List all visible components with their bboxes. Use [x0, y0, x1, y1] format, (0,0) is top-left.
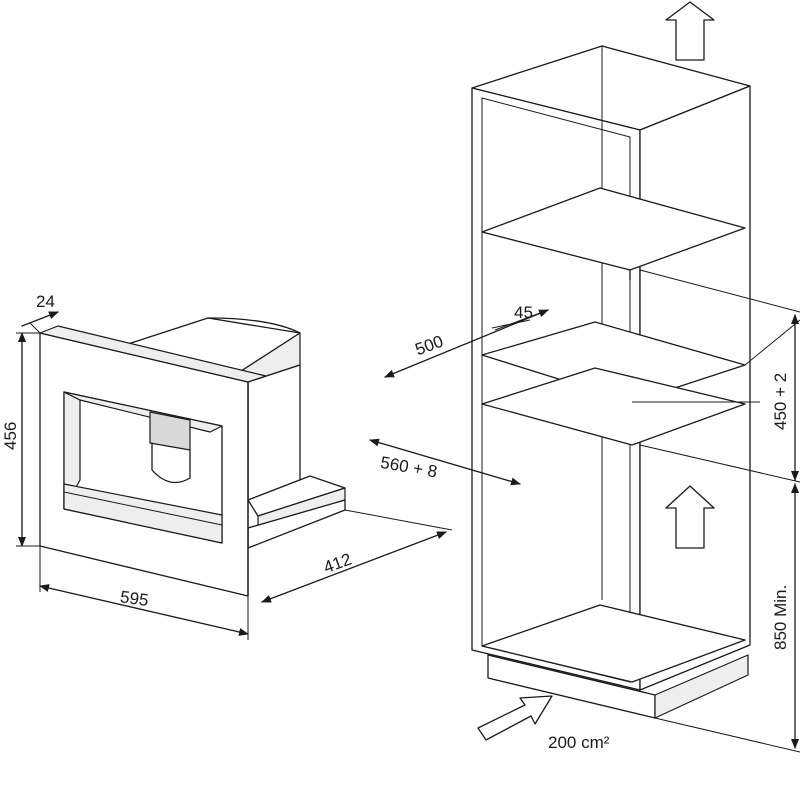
airflow-arrow-icon: [665, 485, 715, 549]
ventilation-area-label: 200 cm²: [548, 733, 610, 752]
machine-body-right: [247, 364, 301, 501]
machine-dimensions: 24 456 595 412: [1, 292, 453, 640]
drip-grate: [63, 483, 223, 544]
frame-edge-top: [39, 325, 267, 383]
upper-shelf: [481, 187, 746, 271]
dim-depth-label: 412: [321, 550, 354, 578]
dim-cutout-height-label: 450 + 2: [771, 373, 790, 430]
dim-cutout-depth-line: [384, 309, 549, 378]
dim-floor-height-label: 850 Min.: [771, 585, 790, 650]
dim-width-line: [39, 584, 249, 636]
bottom-shelf: [481, 604, 746, 683]
cabinet-dimensions: 500 45 560 + 8 450 + 2 850 Min. 200 cm²: [369, 269, 800, 753]
cavity-bottom-shelf: [481, 367, 746, 446]
tall-cabinet: [471, 45, 751, 719]
coffee-machine: [39, 317, 346, 597]
dim-cutout-width-line: [369, 438, 521, 486]
dim-cutout-depth-label: 500: [413, 332, 446, 360]
dim-depth-line: [261, 531, 447, 603]
dim-frame-depth-line: [21, 311, 59, 327]
ventilation-inlet-arrow-icon: [477, 695, 553, 741]
dim-back-gap-label: 45: [514, 303, 533, 322]
dim-height-label: 456: [1, 422, 20, 450]
airflow-arrow-icon: [665, 1, 715, 61]
dim-width-label: 595: [119, 587, 150, 610]
dim-frame-depth-label: 24: [36, 292, 55, 311]
